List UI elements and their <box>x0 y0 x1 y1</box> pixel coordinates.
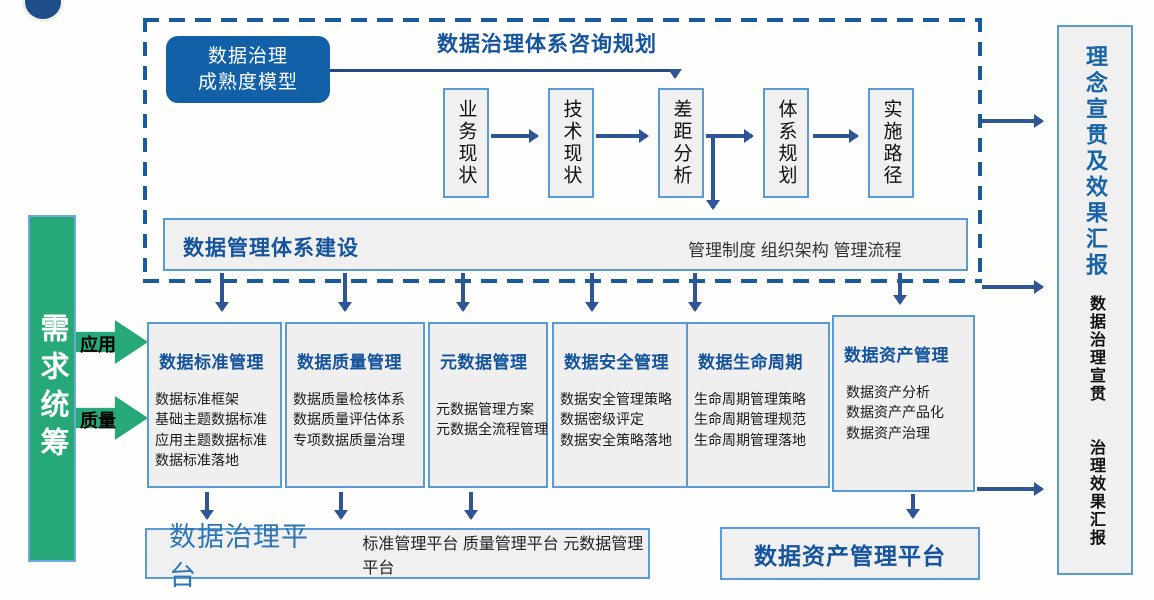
bar-to-domain-arrow-6 <box>893 273 907 305</box>
bar-to-domain-arrow-3 <box>456 273 470 312</box>
step-arrow-1 <box>491 129 539 143</box>
step-label: 实施路径 <box>880 99 902 187</box>
frame-to-report-arrow-mid <box>982 280 1044 294</box>
bar-to-domain-arrow-1 <box>215 273 229 312</box>
step-arrow-4 <box>813 129 859 143</box>
domain-items: 数据安全管理策略 数据密级评定 数据安全策略落地 <box>560 389 691 450</box>
step-arrow-2 <box>596 129 649 143</box>
domain-box-data-security: 数据安全管理 数据安全管理策略 数据密级评定 数据安全策略落地 <box>552 322 693 488</box>
maturity-model-line2: 成熟度模型 <box>197 71 298 93</box>
demand-coordination-label: 需求统筹 <box>36 312 68 465</box>
domain-box-data-standard: 数据标准管理 数据标准框架 基础主题数据标准 应用主题数据标准 数据标准落地 <box>147 322 282 488</box>
dashed-frame-left <box>143 18 147 283</box>
governance-platform-title: 数据治理平台 <box>169 521 309 591</box>
domain-item: 生命周期管理规范 <box>694 411 806 428</box>
domain-item: 数据质量检核体系 <box>293 391 405 407</box>
domain-items: 数据标准框架 基础主题数据标准 应用主题数据标准 数据标准落地 <box>155 389 280 470</box>
domain-to-platform-arrow-3 <box>464 492 478 520</box>
domain-item: 数据资产产品化 <box>846 404 944 421</box>
asset-to-report-arrow <box>977 482 1044 496</box>
gap-to-management-arrow <box>706 136 720 210</box>
domain-item: 数据资产治理 <box>846 424 930 441</box>
frame-to-report-arrow-top <box>982 114 1044 128</box>
domain-item: 数据质量评估体系 <box>293 411 405 428</box>
step-label: 技术现状 <box>560 99 582 187</box>
domain-box-data-quality: 数据质量管理 数据质量检核体系 数据质量评估体系 专项数据质量治理 <box>285 322 425 488</box>
governance-platform-subtitle: 标准管理平台 质量管理平台 元数据管理平台 <box>362 535 644 577</box>
domain-title: 数据生命周期 <box>698 353 803 372</box>
domain-item: 基础主题数据标准 <box>155 411 267 428</box>
domain-to-platform-arrow-1 <box>200 492 214 520</box>
domain-to-platform-arrow-2 <box>334 492 348 520</box>
step-box-implementation-path: 实施路径 <box>868 88 914 198</box>
consulting-title: 数据治理体系咨询规划 <box>437 33 657 56</box>
demand-arrow-quality-label: 质量 <box>80 411 116 431</box>
management-system-items: 管理制度 组织架构 管理流程 <box>688 241 902 260</box>
demand-coordination-bar: 需求统筹 <box>28 215 76 562</box>
governance-platform-bar: 数据治理平台 标准管理平台 质量管理平台 元数据管理平台 <box>145 522 650 591</box>
domain-item: 数据安全管理策略 <box>560 391 672 407</box>
management-system-title: 数据管理体系建设 <box>183 237 359 260</box>
domain-item: 数据安全策略落地 <box>560 431 672 448</box>
step-label: 差距分析 <box>670 99 692 187</box>
step-box-business-status: 业务现状 <box>443 88 489 198</box>
domain-item: 专项数据质量治理 <box>293 431 405 448</box>
dashed-frame-bottom <box>143 279 982 283</box>
maturity-model-box: 数据治理 成熟度模型 <box>166 36 330 103</box>
domain-item: 数据标准落地 <box>155 451 239 468</box>
step-label: 体系规划 <box>775 99 797 187</box>
domain-box-data-lifecycle: 数据生命周期 生命周期管理策略 生命周期管理规范 生命周期管理落地 <box>686 322 830 488</box>
bar-to-domain-arrow-4 <box>585 273 599 312</box>
domain-item: 元数据管理方案 <box>436 401 534 417</box>
domain-title: 元数据管理 <box>440 353 528 372</box>
domain-item: 应用主题数据标准 <box>155 431 267 448</box>
domain-items: 数据质量检核体系 数据质量评估体系 专项数据质量治理 <box>293 389 423 450</box>
bar-to-domain-arrow-5 <box>688 273 702 312</box>
domain-items: 生命周期管理策略 生命周期管理规范 生命周期管理落地 <box>694 389 828 450</box>
domain-items: 数据资产分析 数据资产产品化 数据资产治理 <box>846 382 973 443</box>
demand-arrow-application-label: 应用 <box>80 335 116 355</box>
management-system-bar: 数据管理体系建设 管理制度 组织架构 管理流程 <box>163 218 968 271</box>
report-column-subtitle: 数据治理宣贯 治理效果汇报 <box>1087 295 1104 547</box>
bar-to-domain-arrow-2 <box>338 273 352 312</box>
step-box-tech-status: 技术现状 <box>548 88 594 198</box>
maturity-connector-line <box>330 69 676 72</box>
domain-item: 生命周期管理策略 <box>694 391 806 407</box>
maturity-model-line1: 数据治理 <box>207 45 288 67</box>
corner-logo-circle <box>22 0 64 22</box>
asset-platform-bar: 数据资产管理平台 <box>720 527 980 580</box>
step-arrow-3 <box>706 129 754 143</box>
asset-to-platform-arrow <box>906 494 920 519</box>
domain-title: 数据安全管理 <box>564 353 669 372</box>
domain-title: 数据质量管理 <box>297 353 402 372</box>
step-label: 业务现状 <box>455 99 477 187</box>
asset-platform-title: 数据资产管理平台 <box>754 542 946 569</box>
domain-item: 数据密级评定 <box>560 411 644 428</box>
domain-item: 数据资产分析 <box>846 384 930 400</box>
domain-item: 数据标准框架 <box>155 391 239 407</box>
step-box-gap-analysis: 差距分析 <box>658 88 704 198</box>
domain-box-data-asset: 数据资产管理 数据资产分析 数据资产产品化 数据资产治理 <box>832 315 975 492</box>
report-column-title: 理念宣贯及效果汇报 <box>1083 45 1108 279</box>
dashed-frame-right <box>978 18 982 283</box>
domain-items: 元数据管理方案 元数据全流程管理 <box>436 399 548 440</box>
domain-box-metadata: 元数据管理 元数据管理方案 元数据全流程管理 <box>428 322 548 488</box>
domain-item: 生命周期管理落地 <box>694 431 806 448</box>
step-box-system-planning: 体系规划 <box>763 88 809 198</box>
dashed-frame-top <box>143 18 982 22</box>
maturity-connector-arrow <box>668 69 682 79</box>
report-column: 理念宣贯及效果汇报 数据治理宣贯 治理效果汇报 <box>1057 25 1133 575</box>
domain-title: 数据标准管理 <box>159 353 264 372</box>
domain-title: 数据资产管理 <box>844 346 949 365</box>
domain-item: 元数据全流程管理 <box>436 421 548 438</box>
